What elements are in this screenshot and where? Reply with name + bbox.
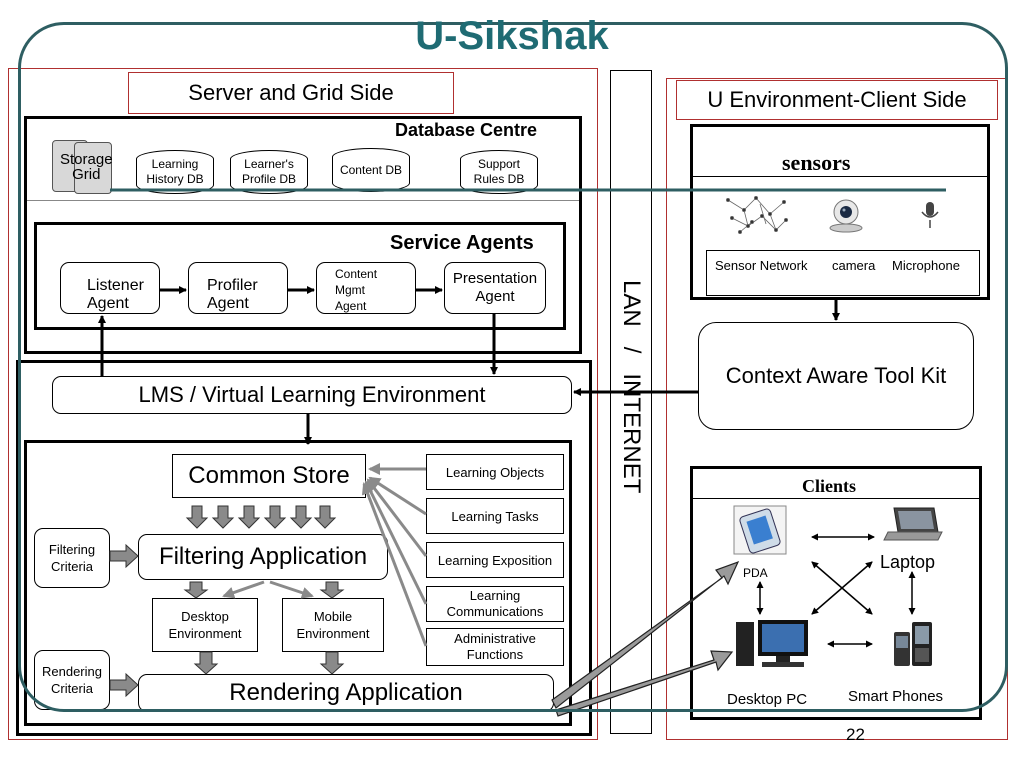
support-rules-db: Support Rules DB [460, 150, 538, 194]
sensor-network-label: Sensor Network [715, 258, 808, 273]
content-mgmt-agent-label: Content Mgmt Agent [335, 267, 378, 313]
storage-grid-icon [74, 142, 112, 194]
db-divider [27, 200, 579, 201]
clients-box [690, 466, 982, 720]
learning-exposition-box[interactable]: Learning Exposition [426, 542, 564, 578]
profiler-agent-label: Profiler Agent [207, 277, 258, 312]
microphone-label: Microphone [892, 258, 960, 273]
learning-history-db: Learning History DB [136, 150, 214, 194]
sensor-labels-box [706, 250, 980, 296]
sensors-label: sensors [782, 150, 851, 175]
clients-label: Clients [802, 476, 856, 496]
learners-profile-db: Learner's Profile DB [230, 150, 308, 194]
slide-title: U-Sikshak [415, 14, 609, 58]
learning-tasks-box[interactable]: Learning Tasks [426, 498, 564, 534]
clients-divider [693, 498, 979, 499]
presentation-agent[interactable]: Presentation Agent [444, 262, 546, 314]
learning-communications-box[interactable]: Learning Communications [426, 586, 564, 622]
smart-phones-label: Smart Phones [848, 688, 944, 705]
rendering-criteria: Rendering Criteria [34, 650, 110, 710]
sensors-divider [693, 176, 987, 177]
database-centre-label: Database Centre [395, 120, 538, 140]
page-number: 22 [846, 725, 865, 744]
service-agents-label: Service Agents [390, 232, 534, 254]
client-side-label: U Environment-Client Side [676, 80, 998, 120]
camera-label: camera [832, 258, 876, 273]
pda-label: PDA [743, 566, 768, 580]
filtering-criteria: Filtering Criteria [34, 528, 110, 588]
context-aware-toolkit[interactable]: Context Aware Tool Kit [698, 322, 974, 430]
administrative-functions-box[interactable]: Administrative Functions [426, 628, 564, 666]
learning-objects-box[interactable]: Learning Objects [426, 454, 564, 490]
lms-box[interactable]: LMS / Virtual Learning Environment [52, 376, 572, 414]
presentation-agent-label: Presentation Agent [452, 270, 538, 305]
storage-grid-label: Storage Grid [60, 151, 113, 183]
desktop-environment[interactable]: Desktop Environment [152, 598, 258, 652]
rendering-application[interactable]: Rendering Application [138, 674, 554, 712]
filtering-application[interactable]: Filtering Application [138, 534, 388, 580]
content-db: Content DB [332, 148, 410, 192]
listener-agent-label: Listener Agent [87, 277, 144, 312]
laptop-label: Laptop [880, 552, 936, 572]
listener-agent[interactable]: Listener Agent [60, 262, 160, 314]
common-store[interactable]: Common Store [172, 454, 366, 498]
server-side-label: Server and Grid Side [128, 72, 454, 114]
network-label: LAN / INTERNET [618, 280, 645, 494]
profiler-agent[interactable]: Profiler Agent [188, 262, 288, 314]
content-mgmt-agent[interactable]: Content Mgmt Agent [316, 262, 416, 314]
server-side-region [8, 68, 598, 740]
desktop-pc-label: Desktop PC [727, 691, 808, 708]
mobile-environment[interactable]: Mobile Environment [282, 598, 384, 652]
